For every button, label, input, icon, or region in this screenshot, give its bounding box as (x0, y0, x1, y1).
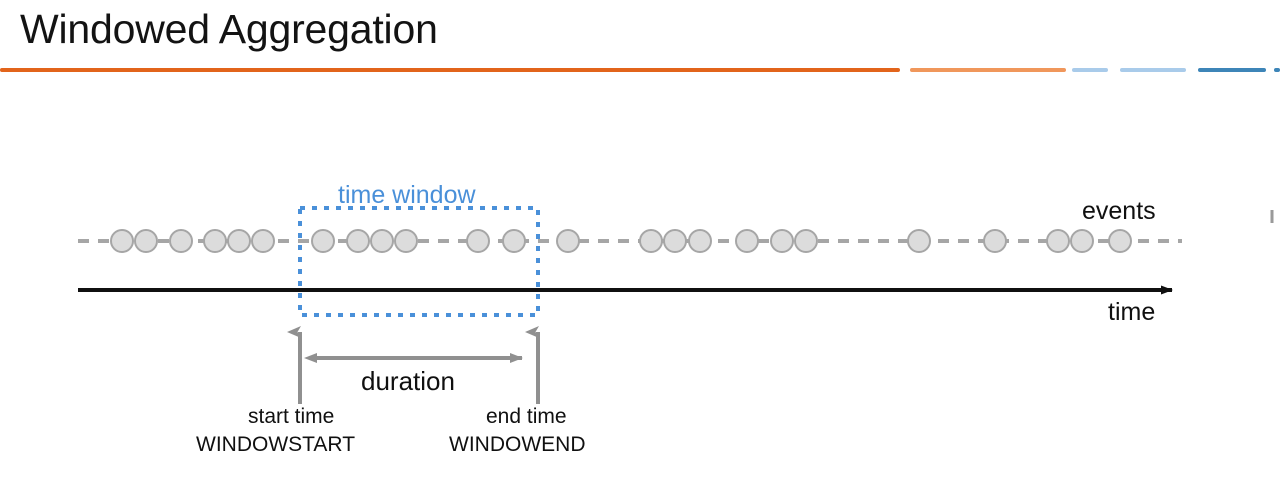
event-marker (1046, 229, 1070, 253)
event-marker (1070, 229, 1094, 253)
event-marker (983, 229, 1007, 253)
rule-blue-mid (1198, 68, 1266, 72)
event-marker (203, 229, 227, 253)
event-marker (394, 229, 418, 253)
event-marker (1108, 229, 1132, 253)
duration-label: duration (361, 366, 455, 396)
title-divider (0, 68, 1280, 76)
time-window-box (298, 206, 540, 317)
event-marker (169, 229, 193, 253)
event-marker (556, 229, 580, 253)
event-marker (110, 229, 134, 253)
event-marker (466, 229, 490, 253)
event-marker (311, 229, 335, 253)
event-marker (370, 229, 394, 253)
event-markers (110, 229, 1132, 253)
event-marker (251, 229, 275, 253)
page-title: Windowed Aggregation (20, 6, 438, 52)
rule-blue-edge (1274, 68, 1280, 72)
event-marker (346, 229, 370, 253)
time-window-label: time window (338, 181, 476, 209)
windowend-label: WINDOWEND (449, 433, 586, 456)
event-marker (502, 229, 526, 253)
events-label: events (1082, 197, 1156, 225)
event-marker (663, 229, 687, 253)
event-marker (227, 229, 251, 253)
event-marker (770, 229, 794, 253)
rule-blue-pale-2 (1120, 68, 1186, 72)
event-marker (639, 229, 663, 253)
rule-orange-dark (0, 68, 900, 72)
time-axis-label: time (1108, 298, 1156, 326)
event-marker (134, 229, 158, 253)
event-marker (735, 229, 759, 253)
end-time-label: end time (486, 405, 567, 428)
event-marker (907, 229, 931, 253)
rule-blue-pale-1 (1072, 68, 1108, 72)
start-time-label: start time (248, 405, 335, 428)
windowstart-label: WINDOWSTART (196, 433, 356, 456)
rule-orange-light (910, 68, 1066, 72)
event-marker (688, 229, 712, 253)
event-marker (794, 229, 818, 253)
